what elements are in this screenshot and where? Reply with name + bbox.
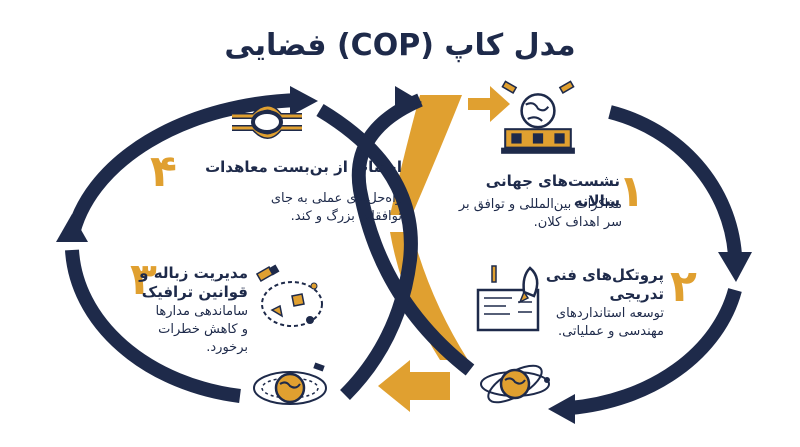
left-top-arrowhead: [290, 86, 318, 116]
step-3-title-line-1: مدیریت زباله و: [139, 264, 248, 282]
step-3-number: ۳: [130, 254, 157, 305]
left-top-arc: [65, 93, 301, 240]
orbit-debris-icon: [255, 264, 323, 327]
step-3-desc-line-1: ساماندهی مدارها: [155, 304, 248, 319]
center-gold-band-top: [390, 95, 462, 215]
step-2-number: ۲: [670, 261, 697, 312]
step-2-title-line-1: پروتکل‌های فنی: [545, 266, 664, 284]
step-1-title: نشست‌های جهانی سالانه: [485, 172, 620, 210]
right-loop-arc: [608, 105, 742, 256]
globe-orbit-icon: [480, 364, 550, 404]
gold-arrow-bottom: [378, 360, 450, 412]
right-loop-bottom-arrowhead: [548, 394, 575, 424]
step-4-desc-line-2: توافقات بزرگ و کند.: [290, 209, 402, 224]
step-2-title-line-2: تدریجی: [609, 285, 664, 303]
globe-debris-orbit-icon: [253, 362, 327, 405]
right-inner-curve: [351, 93, 475, 376]
step-1-desc-line-2: سر اهداف کلان.: [533, 215, 622, 230]
step-4-title: اجتناب از بن‌بست معاهدات: [205, 158, 402, 176]
top-center-navy-arrowhead: [395, 86, 422, 118]
step-3-desc-line-3: برخورد.: [206, 340, 248, 355]
page-title: مدل کاپ (COP) فضایی: [224, 28, 576, 63]
left-bottom-arc: [65, 249, 241, 403]
step-4-desc-line-1: راه‌حل‌های عملی به جای: [270, 191, 402, 206]
rocket-blueprint-icon: [476, 265, 540, 332]
step-4-number: ۴: [150, 146, 177, 197]
right-loop-arrowhead: [718, 252, 752, 282]
left-upward-arrowhead: [56, 214, 88, 242]
reef-knot-icon: [232, 105, 302, 139]
right-loop-bottom-arc: [569, 288, 742, 415]
gold-arrow-top: [468, 86, 510, 122]
step-3-title-line-2: قوانین ترافیک: [141, 283, 248, 301]
left-inner-curve: [316, 103, 418, 400]
step-1-number: ۱: [618, 166, 645, 217]
step-1-desc-line-1: مذاکرات بین‌المللی و توافق بر: [458, 197, 622, 212]
step-2-desc-line-1: توسعه استانداردهای: [555, 306, 664, 321]
step-2-desc-line-2: مهندسی و عملیاتی.: [557, 324, 664, 339]
step-3-desc-line-2: و کاهش خطرات: [158, 322, 248, 337]
conference-globe-satellites-icon: [501, 80, 575, 154]
